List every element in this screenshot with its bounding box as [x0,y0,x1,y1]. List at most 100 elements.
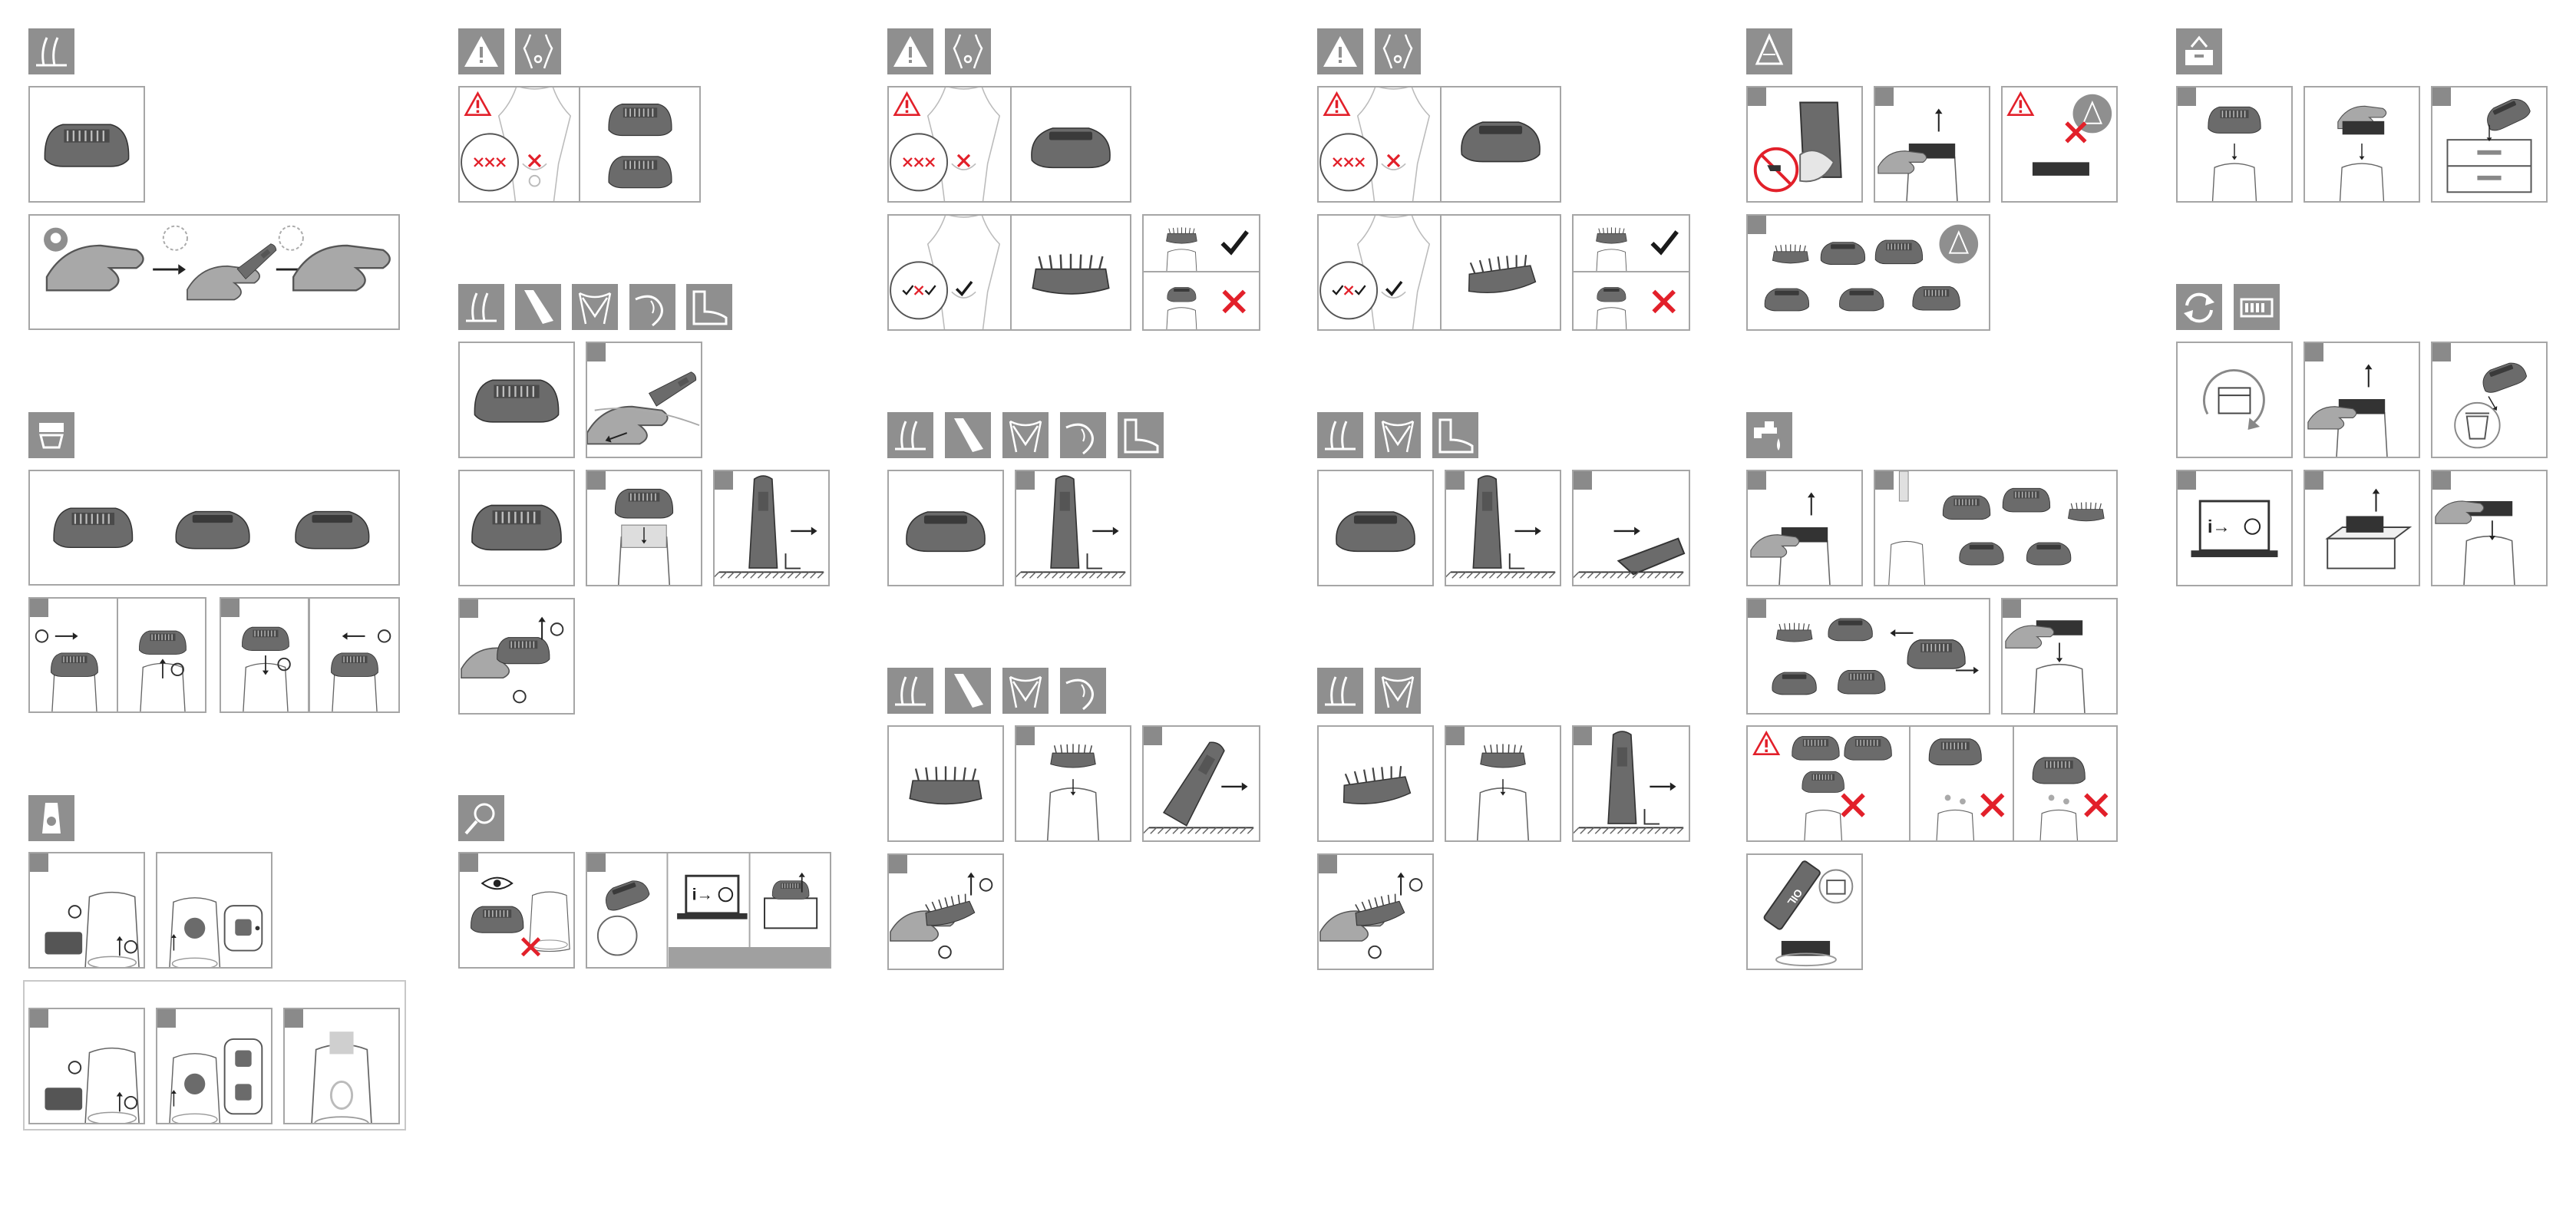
storage-box-icon [2176,28,2222,74]
underarm-icon [1060,412,1106,458]
comb-correct-panel-4 [1572,214,1690,272]
attach-step-2 [117,597,206,713]
remove-comb-panel: 3 [887,853,1004,970]
reattach-head-panel: 4 [2001,598,2118,715]
hair-icon [458,284,504,330]
store-drawer-panel: 2 [2431,86,2548,203]
hair-icon [1317,412,1363,458]
comb-correct-panel [1142,214,1260,272]
no-wet-storage-1 [1746,725,1911,842]
body-icon [515,28,561,74]
shave-angle-panel: 1 [1015,470,1131,586]
replace-unbox-panel: 4 [2304,470,2420,586]
service-step-panel: 2 i→ [586,852,831,969]
replace-dispose-panel: 2 [2431,342,2548,458]
hair-icon [887,668,933,714]
replace-lift-panel: 1 [2304,342,2420,458]
battery-icon [2234,284,2280,330]
lift-head-panel: 2 [1874,86,1990,203]
leg-icon [945,412,991,458]
bikini-icon [1002,412,1049,458]
comb-panel-2 [887,725,1004,842]
body-icon [1375,28,1421,74]
no-water-panel: 1 [1746,86,1863,203]
cloth-all-heads-panel: 3 [1746,214,1990,331]
attach-step-1: 1 [28,597,118,713]
remove-trimmer-comb-panel: 3 [1317,853,1434,970]
shaver-head-panel [1010,86,1131,203]
bikini-icon [1375,668,1421,714]
charge-alt-step-1: 1 [28,1008,145,1124]
magnifier-icon [458,795,504,841]
foot-icon [1432,412,1478,458]
charge-step-2 [156,852,272,969]
replace-cycle-panel [2176,342,2293,458]
attach-trimmer-comb-panel: 1 [1445,725,1561,842]
shaver-head-panel-5 [1317,470,1434,586]
shaver-head-panel-2 [887,470,1004,586]
allowed-zones-panel-4 [1317,214,1442,331]
detach-step-2 [309,597,400,713]
hair-icon [1317,668,1363,714]
warning-zones-panel-3 [887,86,1012,203]
epilator-head-panel-2 [458,342,575,458]
info-web-label: i→ [692,885,713,903]
shaver-head-panel-4 [1440,86,1561,203]
replace-icon [2176,284,2222,330]
warning-zones-panel-4 [1317,86,1442,203]
charge-alt-step-3: 3 [283,1008,400,1124]
warning-zones-panel [458,86,580,203]
warning-icon [458,28,504,74]
warning-icon [887,28,933,74]
replace-attach-panel: 5 [2431,470,2548,586]
angle-panel: 3 [713,470,830,586]
comb-shave-panel: 2 [1142,725,1260,842]
trim-angle-panel: 2 [1572,725,1690,842]
foot-icon [686,284,732,330]
body-icon [945,28,991,74]
skin-preparation-panel [28,214,400,330]
bikini-icon [572,284,618,330]
leg-icon [515,284,561,330]
massage-cap-panel: 2 [586,470,702,586]
comb-wrong-panel-4 [1572,271,1690,331]
epilator-head-panel [28,86,145,203]
stretch-skin-panel: 1 [586,342,702,458]
bikini-icon [1002,668,1049,714]
hair-icon [28,28,74,74]
underarm-icon [1060,668,1106,714]
no-wet-storage-3 [2013,725,2118,842]
dry-heads-panel: 3 [1746,598,1990,715]
lift-head-panel-2: 1 [1746,470,1863,586]
water-tap-icon [1746,412,1792,458]
trimmer-comb-panel-2 [1317,725,1434,842]
rinse-heads-panel: 2 [1874,470,2118,586]
cleaning-cloth-icon [1746,28,1792,74]
charge-alt-step-2: 2 [156,1008,272,1124]
heads-overview-panel [28,470,400,586]
trimmer-comb-panel [1440,214,1561,331]
comb-wrong-panel [1142,271,1260,331]
foot-icon [1118,412,1164,458]
leg-icon [945,668,991,714]
comb-panel [1010,214,1131,331]
hair-icon [887,412,933,458]
warning-icon [1317,28,1363,74]
epilator-front-panel [458,470,575,586]
eye-check-panel: 1 [458,852,575,969]
no-wet-storage-2 [1909,725,2014,842]
no-cloth-panel [2001,86,2118,203]
charge-step-1: 1 [28,852,145,969]
attach-comb-panel: 1 [1015,725,1131,842]
underarm-icon [629,284,675,330]
detach-step-1: 2 [220,597,309,713]
info-web-label-2: i→ [2208,517,2231,536]
shave-angle-panel-4: 1 [1445,470,1561,586]
replace-online-panel: 3 i→ [2176,470,2293,586]
two-heads-panel [579,86,701,203]
grey-bar [669,947,831,967]
store-step-1: 1 [2176,86,2293,203]
remove-head-panel: 4 [458,598,575,715]
oil-panel: OIL [1746,853,1863,970]
bikini-icon [1375,412,1421,458]
